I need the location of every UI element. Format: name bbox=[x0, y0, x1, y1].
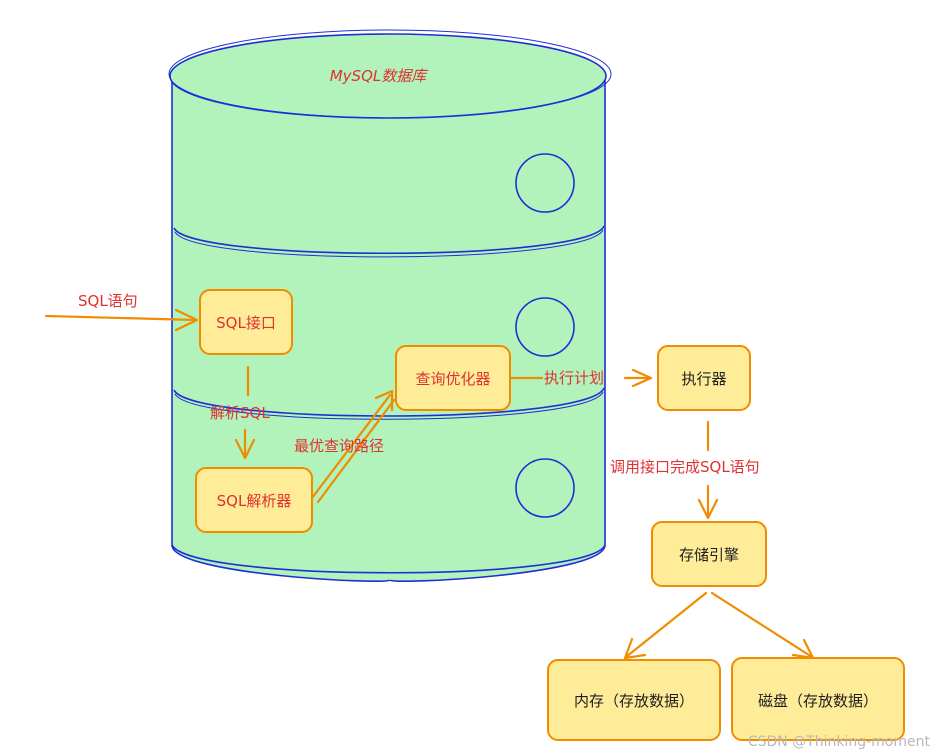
disk-circle-1 bbox=[515, 153, 575, 213]
cylinder-divider-1 bbox=[173, 225, 605, 255]
sql-interface-label: SQL接口 bbox=[216, 314, 276, 332]
edge-label-input: SQL语句 bbox=[78, 292, 138, 310]
node-sql-interface: SQL接口 bbox=[199, 289, 293, 355]
edge-label-parse: 解析SQL bbox=[210, 404, 270, 422]
cylinder-body bbox=[171, 74, 606, 582]
executor-label: 执行器 bbox=[681, 370, 726, 388]
storage-to-memory-arrow bbox=[624, 591, 708, 659]
edge-label-invoke: 调用接口完成SQL语句 bbox=[610, 458, 760, 476]
disk-circle-2 bbox=[515, 297, 575, 357]
node-disk: 磁盘（存放数据） bbox=[731, 657, 905, 741]
best-path-arrow bbox=[310, 393, 392, 500]
memory-label: 内存（存放数据） bbox=[574, 692, 694, 710]
cylinder-bottom-curve bbox=[171, 544, 606, 574]
node-query-optimizer: 查询优化器 bbox=[395, 345, 511, 411]
node-storage-engine: 存储引擎 bbox=[651, 521, 767, 587]
cylinder-divider-2 bbox=[173, 387, 605, 417]
sql-parser-label: SQL解析器 bbox=[217, 492, 292, 510]
storage-engine-label: 存储引擎 bbox=[679, 546, 739, 564]
disk-circle-3 bbox=[515, 458, 575, 518]
node-sql-parser: SQL解析器 bbox=[195, 467, 313, 533]
node-executor: 执行器 bbox=[657, 345, 751, 411]
arrows bbox=[44, 308, 815, 660]
query-optimizer-label: 查询优化器 bbox=[415, 370, 490, 388]
mysql-database-cylinder: MySQL数据库 bbox=[168, 29, 612, 582]
watermark: CSDN @Thinking-moment bbox=[748, 734, 931, 750]
edge-label-plan: 执行计划 bbox=[544, 369, 604, 387]
database-title: MySQL数据库 bbox=[330, 67, 430, 85]
disk-label: 磁盘（存放数据） bbox=[758, 692, 878, 710]
node-memory: 内存（存放数据） bbox=[547, 659, 721, 741]
input-arrow bbox=[44, 314, 198, 322]
edge-label-best-path: 最优查询路径 bbox=[294, 437, 384, 455]
storage-to-disk-arrow bbox=[710, 591, 814, 659]
